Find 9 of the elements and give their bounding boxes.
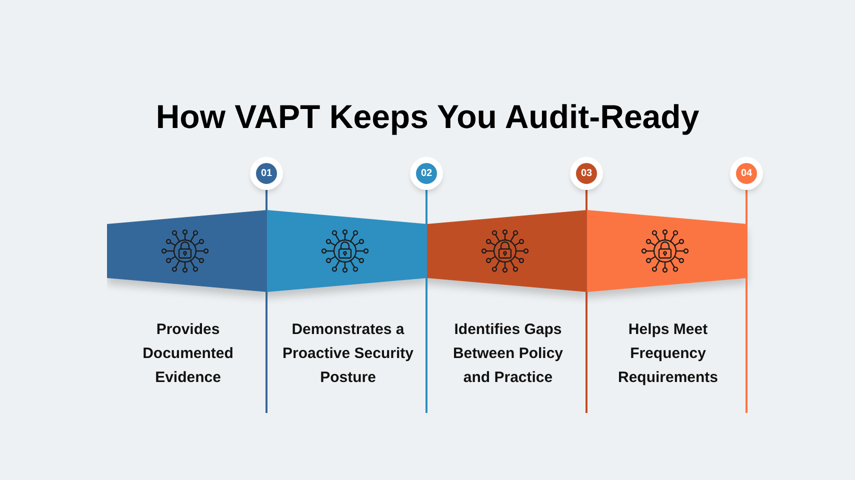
step-label: Demonstrates a Proactive Security Posture bbox=[282, 320, 414, 388]
number-badge: 02 bbox=[410, 157, 443, 190]
step-label: Identifies Gaps Between Policy and Practice bbox=[452, 320, 564, 388]
step-label: Helps Meet Frequency Requirements bbox=[616, 320, 720, 388]
title: How VAPT Keeps You Audit-Ready bbox=[154, 97, 700, 137]
step-label: Provides Documented Evidence bbox=[142, 320, 234, 388]
number-badge: 03 bbox=[570, 157, 603, 190]
number-badge: 04 bbox=[730, 157, 763, 190]
number-badge: 01 bbox=[250, 157, 283, 190]
